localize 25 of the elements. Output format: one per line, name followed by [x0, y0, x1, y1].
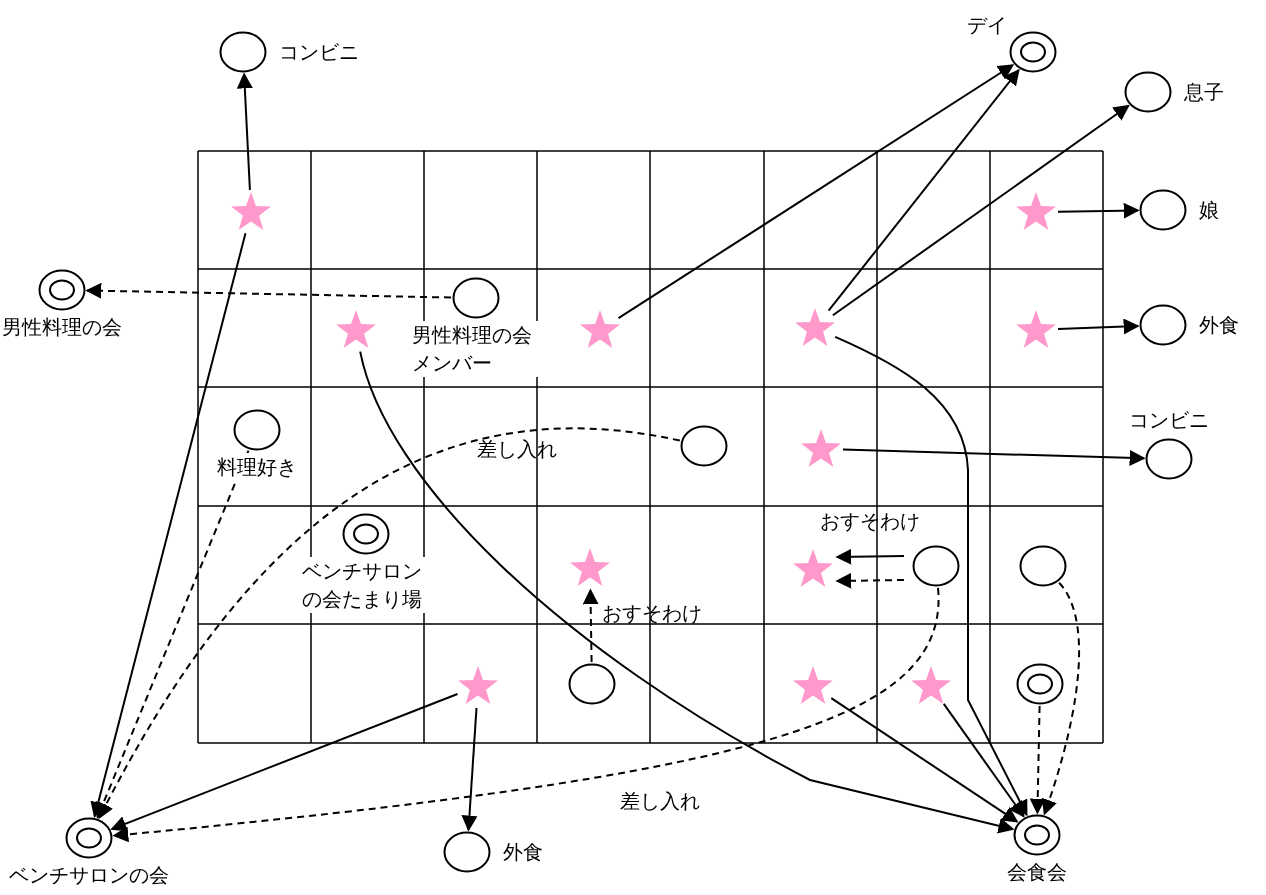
arrow [110, 693, 459, 832]
edge-label: 差し入れ [619, 788, 701, 815]
arrow [835, 548, 905, 565]
dashed-arrow [85, 282, 452, 299]
arrow [617, 64, 1015, 320]
dashed-arrow [1029, 705, 1046, 815]
arrow [359, 350, 1015, 834]
arrow [834, 335, 1028, 817]
arrow [827, 68, 1020, 312]
dashed-arrow [582, 588, 599, 663]
arrow [831, 104, 1130, 317]
dashed-arrow [95, 449, 250, 819]
arrow [461, 707, 478, 832]
dashed-arrow [1041, 581, 1081, 816]
place-label: 男性料理の会メンバー [412, 321, 540, 377]
arrow [1057, 318, 1140, 335]
dashed-arrow [98, 427, 681, 820]
dashed-arrow [112, 586, 939, 843]
arrow [90, 232, 247, 819]
dashed-arrow [835, 572, 905, 589]
arrow [830, 697, 1019, 823]
arrow [842, 448, 1146, 466]
arrow [1057, 202, 1140, 219]
arrow [236, 72, 253, 191]
arrow [942, 702, 1025, 818]
